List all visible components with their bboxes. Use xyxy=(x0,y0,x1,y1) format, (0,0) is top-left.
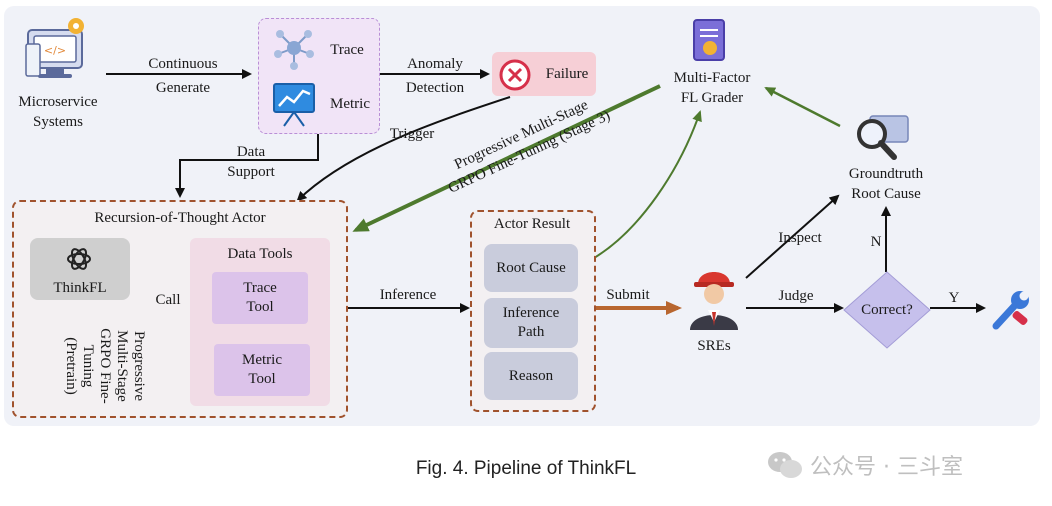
reason-item: Reason xyxy=(484,352,578,400)
grader-label: Multi-Factor FL Grader xyxy=(673,70,751,106)
engineer-icon xyxy=(690,272,738,330)
decision-diamond xyxy=(843,271,931,349)
arrow-result-grader xyxy=(593,110,702,259)
arrow-data-support xyxy=(175,134,319,198)
microservice-label: Microservice Systems xyxy=(18,94,98,130)
metric-tool: Metric Tool xyxy=(214,344,310,396)
sres-label: SREs xyxy=(697,338,731,354)
wechat-icon xyxy=(768,452,802,478)
watermark: 公众号 · 三斗室 xyxy=(810,455,963,480)
data-tools-title: Data Tools xyxy=(227,246,293,262)
metric-label: Metric xyxy=(330,96,370,112)
magnifier-icon xyxy=(857,115,909,160)
wrench-icon xyxy=(992,291,1029,330)
pretrain-label: Progressive Multi-Stage GRPO Fine- Tunin… xyxy=(63,328,147,404)
network-icon xyxy=(274,30,314,70)
call-label: Call xyxy=(155,292,181,308)
n-label: N xyxy=(870,234,882,250)
anomaly-detection-label: Anomaly Detection xyxy=(405,56,465,96)
actor-title: Recursion-of-Thought Actor xyxy=(94,210,266,226)
openai-logo-icon xyxy=(67,248,91,270)
certificate-icon xyxy=(693,19,725,61)
trace-label: Trace xyxy=(330,42,364,58)
inspect-label: Inspect xyxy=(778,230,822,246)
y-label: Y xyxy=(948,290,960,306)
trace-tool: Trace Tool xyxy=(212,272,308,324)
inference-label: Inference xyxy=(379,287,437,303)
arrow-inspect xyxy=(745,194,840,279)
chart-board-icon xyxy=(273,83,315,127)
thinkfl-label: ThinkFL xyxy=(53,280,107,296)
arrow-trigger xyxy=(296,96,511,202)
x-circle-icon xyxy=(499,59,531,91)
groundtruth-label: Groundtruth Root Cause xyxy=(848,166,924,202)
trigger-label: Trigger xyxy=(389,126,435,142)
svg-text:</>: </> xyxy=(44,44,66,57)
judge-label: Judge xyxy=(778,288,814,304)
arrow-groundtruth-grader xyxy=(764,86,841,128)
inference-path-item: Inference Path xyxy=(484,298,578,348)
submit-label: Submit xyxy=(606,287,650,303)
root-cause-item: Root Cause xyxy=(484,244,578,292)
data-support-label: Data Support xyxy=(227,144,275,180)
continuous-generate-label: Continuous Generate xyxy=(148,56,218,96)
arrow-stage3 xyxy=(352,84,661,232)
figure-caption: Fig. 4. Pipeline of ThinkFL xyxy=(415,458,637,479)
failure-label: Failure xyxy=(545,66,589,82)
actor-result-title: Actor Result xyxy=(493,216,571,232)
computer-icon: </> xyxy=(25,18,84,78)
correct-label: Correct? xyxy=(861,302,913,318)
thinkfl-box xyxy=(30,238,130,300)
